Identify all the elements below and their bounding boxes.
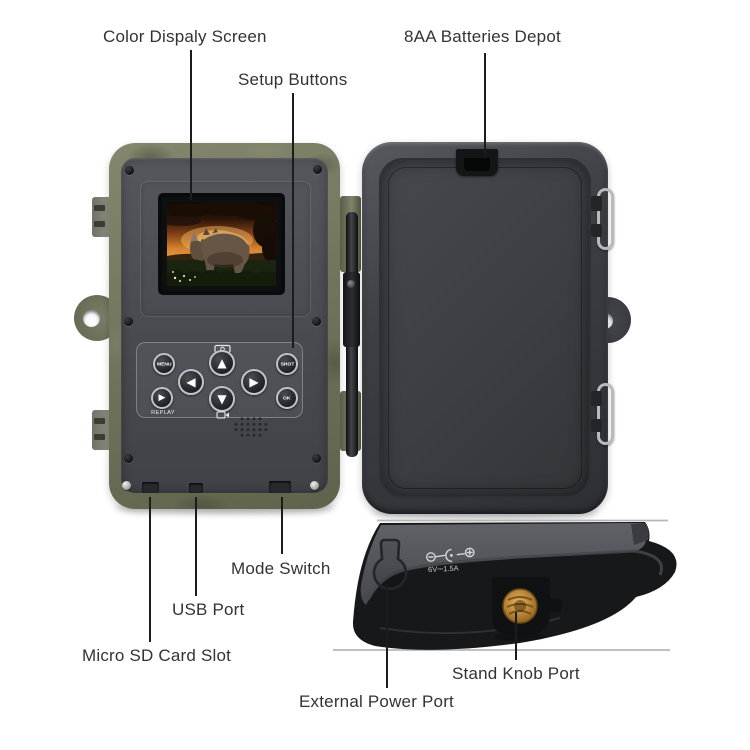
screen-section-groove [140, 181, 311, 317]
menu-button: MENU [153, 353, 175, 375]
screw [124, 317, 133, 326]
screw [122, 481, 131, 490]
screen-photo-rhino [167, 202, 276, 286]
shot-button: SHOT [276, 353, 298, 375]
screw [310, 481, 319, 490]
micro-sd-card-slot [142, 482, 159, 493]
label-mode-switch: Mode Switch [231, 559, 331, 578]
metal-latch-bottom [597, 383, 614, 445]
leader-line-external-power [386, 584, 388, 688]
usb-port [189, 483, 203, 493]
mode-switch [269, 481, 291, 493]
clip-slot [94, 205, 105, 211]
seal-groove [388, 167, 582, 489]
replay-button: ▶ [151, 387, 173, 409]
power-rating-print: 6V⎓1.5A [428, 564, 459, 575]
latch-clasp [591, 419, 602, 432]
mount-ear-hole [83, 310, 100, 327]
bottom-plate [360, 523, 647, 605]
battery-depot-latch [456, 149, 498, 176]
screw [312, 454, 321, 463]
video-mode-icon [216, 411, 229, 419]
down-arrow-button: ▼ [209, 386, 235, 412]
label-micro-sd-card-slot: Micro SD Card Slot [82, 646, 232, 665]
label-batteries-depot: 8AA Batteries Depot [404, 27, 561, 46]
ok-button: OK [276, 387, 298, 409]
camera-bottom-view: 6V⎓1.5A [333, 519, 677, 651]
label-usb-port: USB Port [172, 600, 245, 619]
hinge-recess [631, 523, 649, 545]
clip-slot [94, 221, 105, 227]
external-power-port-cover [372, 538, 408, 591]
clip-slot [94, 434, 105, 440]
setup-buttons-panel: MENU ▲ SHOT ◀ ▶ ▶ ▼ OK REPLAY [136, 342, 303, 419]
latch-clasp [591, 391, 602, 406]
screw [313, 165, 322, 174]
latch-notch [464, 158, 490, 171]
label-color-display-screen: Color Dispaly Screen [103, 27, 267, 46]
speaker-grille [233, 416, 269, 438]
replay-caption: REPLAY [151, 409, 175, 416]
dc-polarity-icon [426, 547, 475, 563]
latch-clasp [591, 224, 602, 237]
clip-slot [94, 418, 105, 424]
hinge-screw [347, 280, 355, 288]
leader-line-mode-switch [281, 497, 283, 554]
leader-line-usb-port [195, 497, 197, 596]
leader-line-batteries-depot [484, 53, 486, 158]
hinge-knuckle-middle [343, 272, 360, 347]
back-cover-interior [379, 158, 591, 498]
label-stand-knob-port: Stand Knob Port [452, 664, 580, 683]
body-highlight [366, 549, 663, 601]
label-setup-buttons: Setup Buttons [238, 70, 348, 89]
metal-latch-top [597, 188, 614, 250]
up-arrow-button: ▲ [209, 350, 235, 376]
camera-front-view: MENU ▲ SHOT ◀ ▶ ▶ ▼ OK REPLAY [109, 143, 340, 509]
right-arrow-button: ▶ [241, 369, 267, 395]
label-external-power-port: External Power Port [299, 692, 454, 711]
left-arrow-button: ◀ [178, 369, 204, 395]
thread-center [514, 600, 526, 612]
leader-line-color-display [190, 50, 192, 200]
screw [125, 166, 134, 175]
leader-line-micro-sd [149, 497, 151, 642]
color-display-screen [160, 195, 283, 293]
leader-line-setup-buttons [292, 93, 294, 348]
latch-clasp [591, 196, 602, 211]
camera-back-cover-open [362, 142, 608, 514]
strap-clip-bottom [92, 410, 111, 450]
leader-line-stand-knob [515, 612, 517, 660]
strap-clip-top [92, 197, 111, 237]
tab-shadow [494, 633, 546, 641]
screw [312, 317, 321, 326]
front-control-panel: MENU ▲ SHOT ◀ ▶ ▶ ▼ OK REPLAY [121, 158, 328, 493]
screw [124, 454, 133, 463]
